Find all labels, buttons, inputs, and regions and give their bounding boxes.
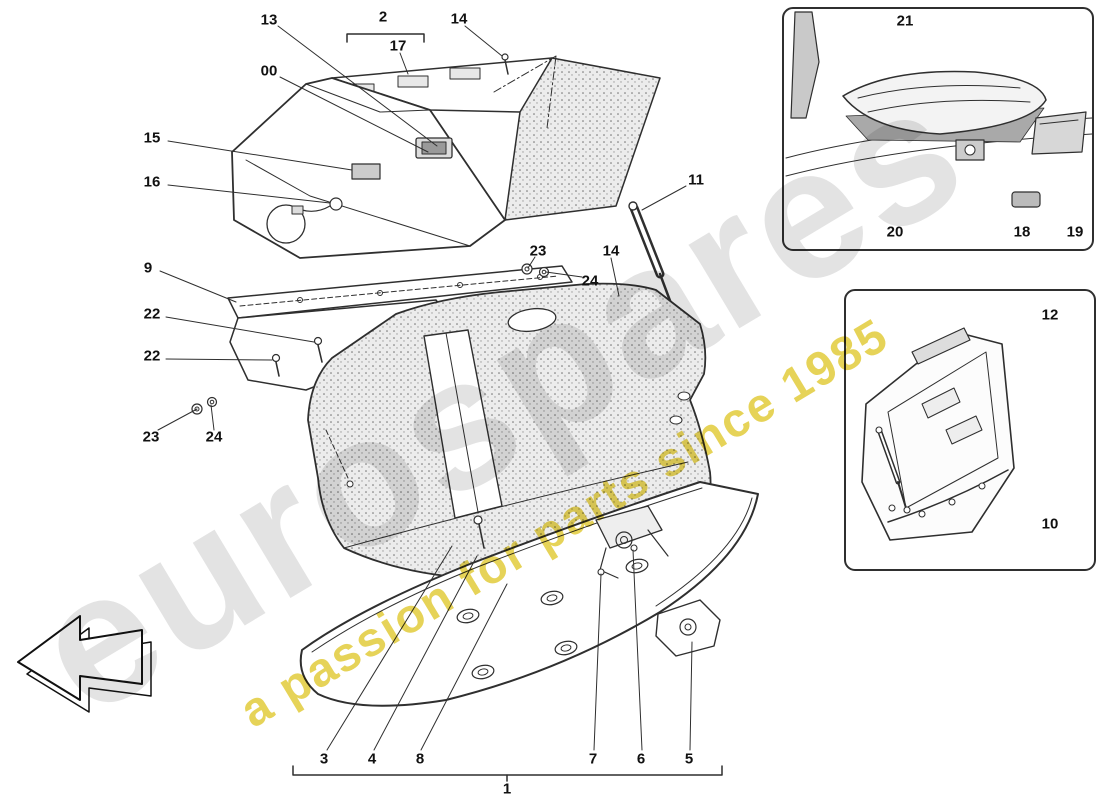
callout-inset_glovebox_open-21-0: 21 [896,12,914,30]
callout-main-6-20: 6 [636,750,646,768]
callout-main-8-18: 8 [415,750,425,768]
callout-inset_glovebox_open-19-3: 19 [1066,223,1084,241]
callout-inset_glovebox_open-20-1: 20 [886,223,904,241]
callout-main-24-10: 24 [581,272,599,290]
callout-main-23-9: 23 [529,242,547,260]
callout-main-22-13: 22 [143,347,161,365]
callout-main-24-15: 24 [205,428,223,446]
callout-main-7-19: 7 [588,750,598,768]
callout-main-15-5: 15 [143,129,161,147]
callout-main-22-12: 22 [143,305,161,323]
callout-main-2-1: 2 [378,8,388,26]
callout-main-13-0: 13 [260,11,278,29]
hinge-mechanism [595,505,669,579]
glovebox-housing [231,53,661,259]
callout-main-1-22: 1 [502,780,512,798]
callout-main-23-14: 23 [142,428,160,446]
callout-inset_glovebox_open-18-2: 18 [1013,223,1031,241]
callout-main-9-8: 9 [143,259,153,277]
inset-lid-inner [844,289,1096,571]
glovebox-lid [299,481,759,707]
inset-glovebox-open [782,7,1094,251]
carpet-liner [307,282,712,589]
callout-inset_lid_inner-10-1: 10 [1041,515,1059,533]
leader-lines [157,25,1073,751]
callout-main-17-2: 17 [389,37,407,55]
callout-main-4-17: 4 [367,750,377,768]
callout-main-3-16: 3 [319,750,329,768]
callout-main-5-21: 5 [684,750,694,768]
callout-main-11-7: 11 [688,171,704,189]
callout-inset_lid_inner-12-0: 12 [1041,306,1059,324]
direction-arrow-icon [17,615,152,713]
main-assembly [157,25,1073,782]
callout-main-16-6: 16 [143,173,161,191]
hinge-rail [227,265,573,319]
callout-main-14-3: 14 [450,10,468,28]
callout-main-14-11: 14 [602,242,620,260]
group-brackets [292,33,723,782]
lid-latch [655,599,721,657]
callout-main-00-4: 00 [260,62,278,80]
